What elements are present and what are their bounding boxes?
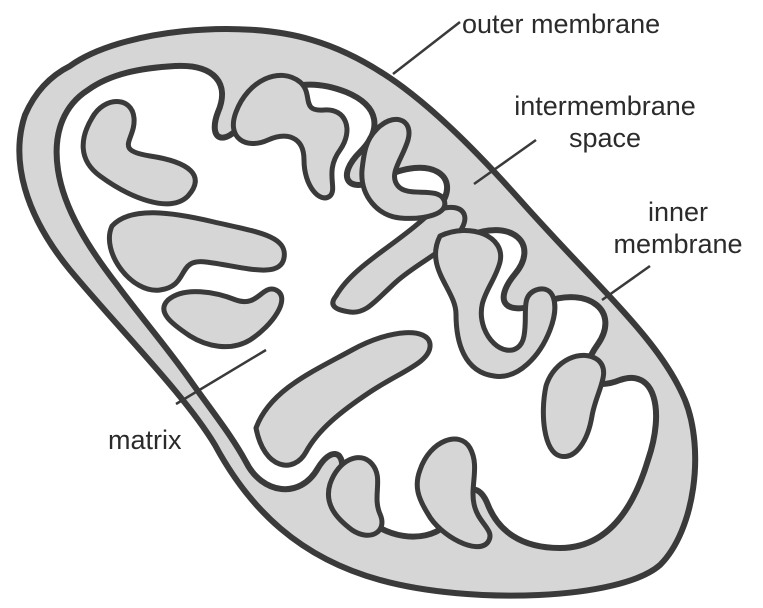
- label-intermembrane-space-line-1: intermembrane: [470, 90, 740, 122]
- label-inner-membrane-line-2: membrane: [585, 228, 763, 260]
- label-matrix: matrix: [108, 424, 182, 456]
- label-intermembrane-space-line-2: space: [470, 122, 740, 154]
- label-outer-membrane: outer membrane: [462, 8, 660, 40]
- leader-line-outer-membrane: [393, 22, 460, 74]
- label-inner-membrane-line-1: inner: [585, 196, 763, 228]
- label-intermembrane-space: intermembrane space: [470, 90, 740, 154]
- leader-line-inner-membrane: [602, 266, 650, 300]
- label-inner-membrane: inner membrane: [585, 196, 763, 260]
